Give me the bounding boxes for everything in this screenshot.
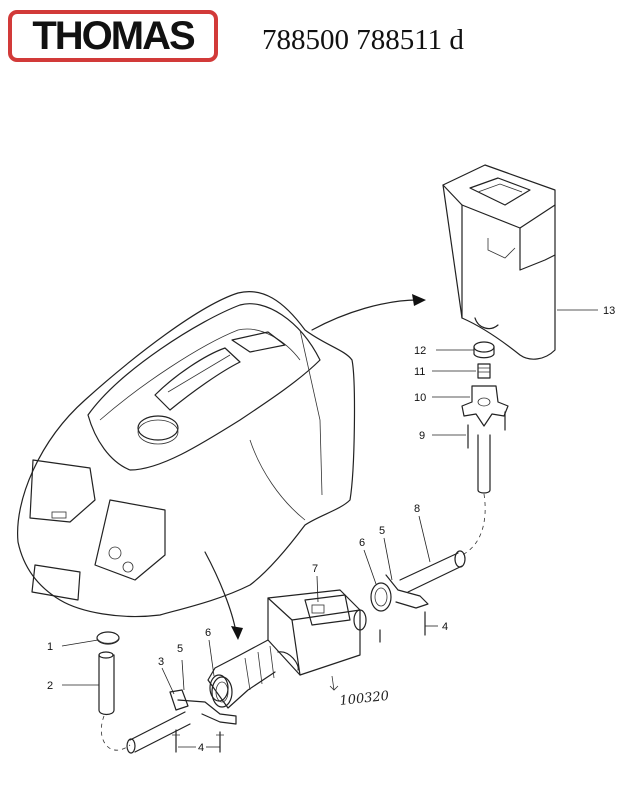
hose-part-8 <box>399 493 486 593</box>
callout-labels: 1 2 3 4 5 6 7 6 5 8 4 9 10 11 12 13 <box>47 305 615 754</box>
callout-12: 12 <box>414 345 426 357</box>
brand-wordmark: THOMAS <box>32 13 195 58</box>
model-codes: 788500 788511 d <box>262 24 464 56</box>
callout-1: 1 <box>47 641 53 653</box>
callout-3: 3 <box>158 656 164 668</box>
callout-4-left: 4 <box>198 742 204 754</box>
callout-6-right: 6 <box>359 537 365 549</box>
thomas-logo: THOMAS <box>8 10 218 62</box>
callout-8: 8 <box>414 503 420 515</box>
callout-11: 11 <box>414 366 425 378</box>
valve-parts-9-to-12 <box>461 341 509 494</box>
callout-5-left: 5 <box>177 643 183 655</box>
left-parts <box>96 631 237 754</box>
callout-9: 9 <box>419 430 425 442</box>
callout-6-left: 6 <box>205 627 211 639</box>
stamp-number: 100320 <box>339 689 390 709</box>
callout-2: 2 <box>47 680 53 692</box>
handwritten-stamp: 100320 <box>329 675 390 709</box>
callout-13: 13 <box>603 305 615 317</box>
callout-10: 10 <box>414 392 426 404</box>
pump-part-7 <box>207 589 367 709</box>
tank-part-13 <box>442 164 556 360</box>
callout-leaders <box>61 309 598 748</box>
clamp-ring-right <box>370 574 429 643</box>
callout-7: 7 <box>312 563 318 575</box>
assembly-arrows <box>204 294 426 640</box>
vacuum-housing <box>17 291 356 618</box>
callout-5-right: 5 <box>379 525 385 537</box>
callout-4-right: 4 <box>442 621 448 633</box>
